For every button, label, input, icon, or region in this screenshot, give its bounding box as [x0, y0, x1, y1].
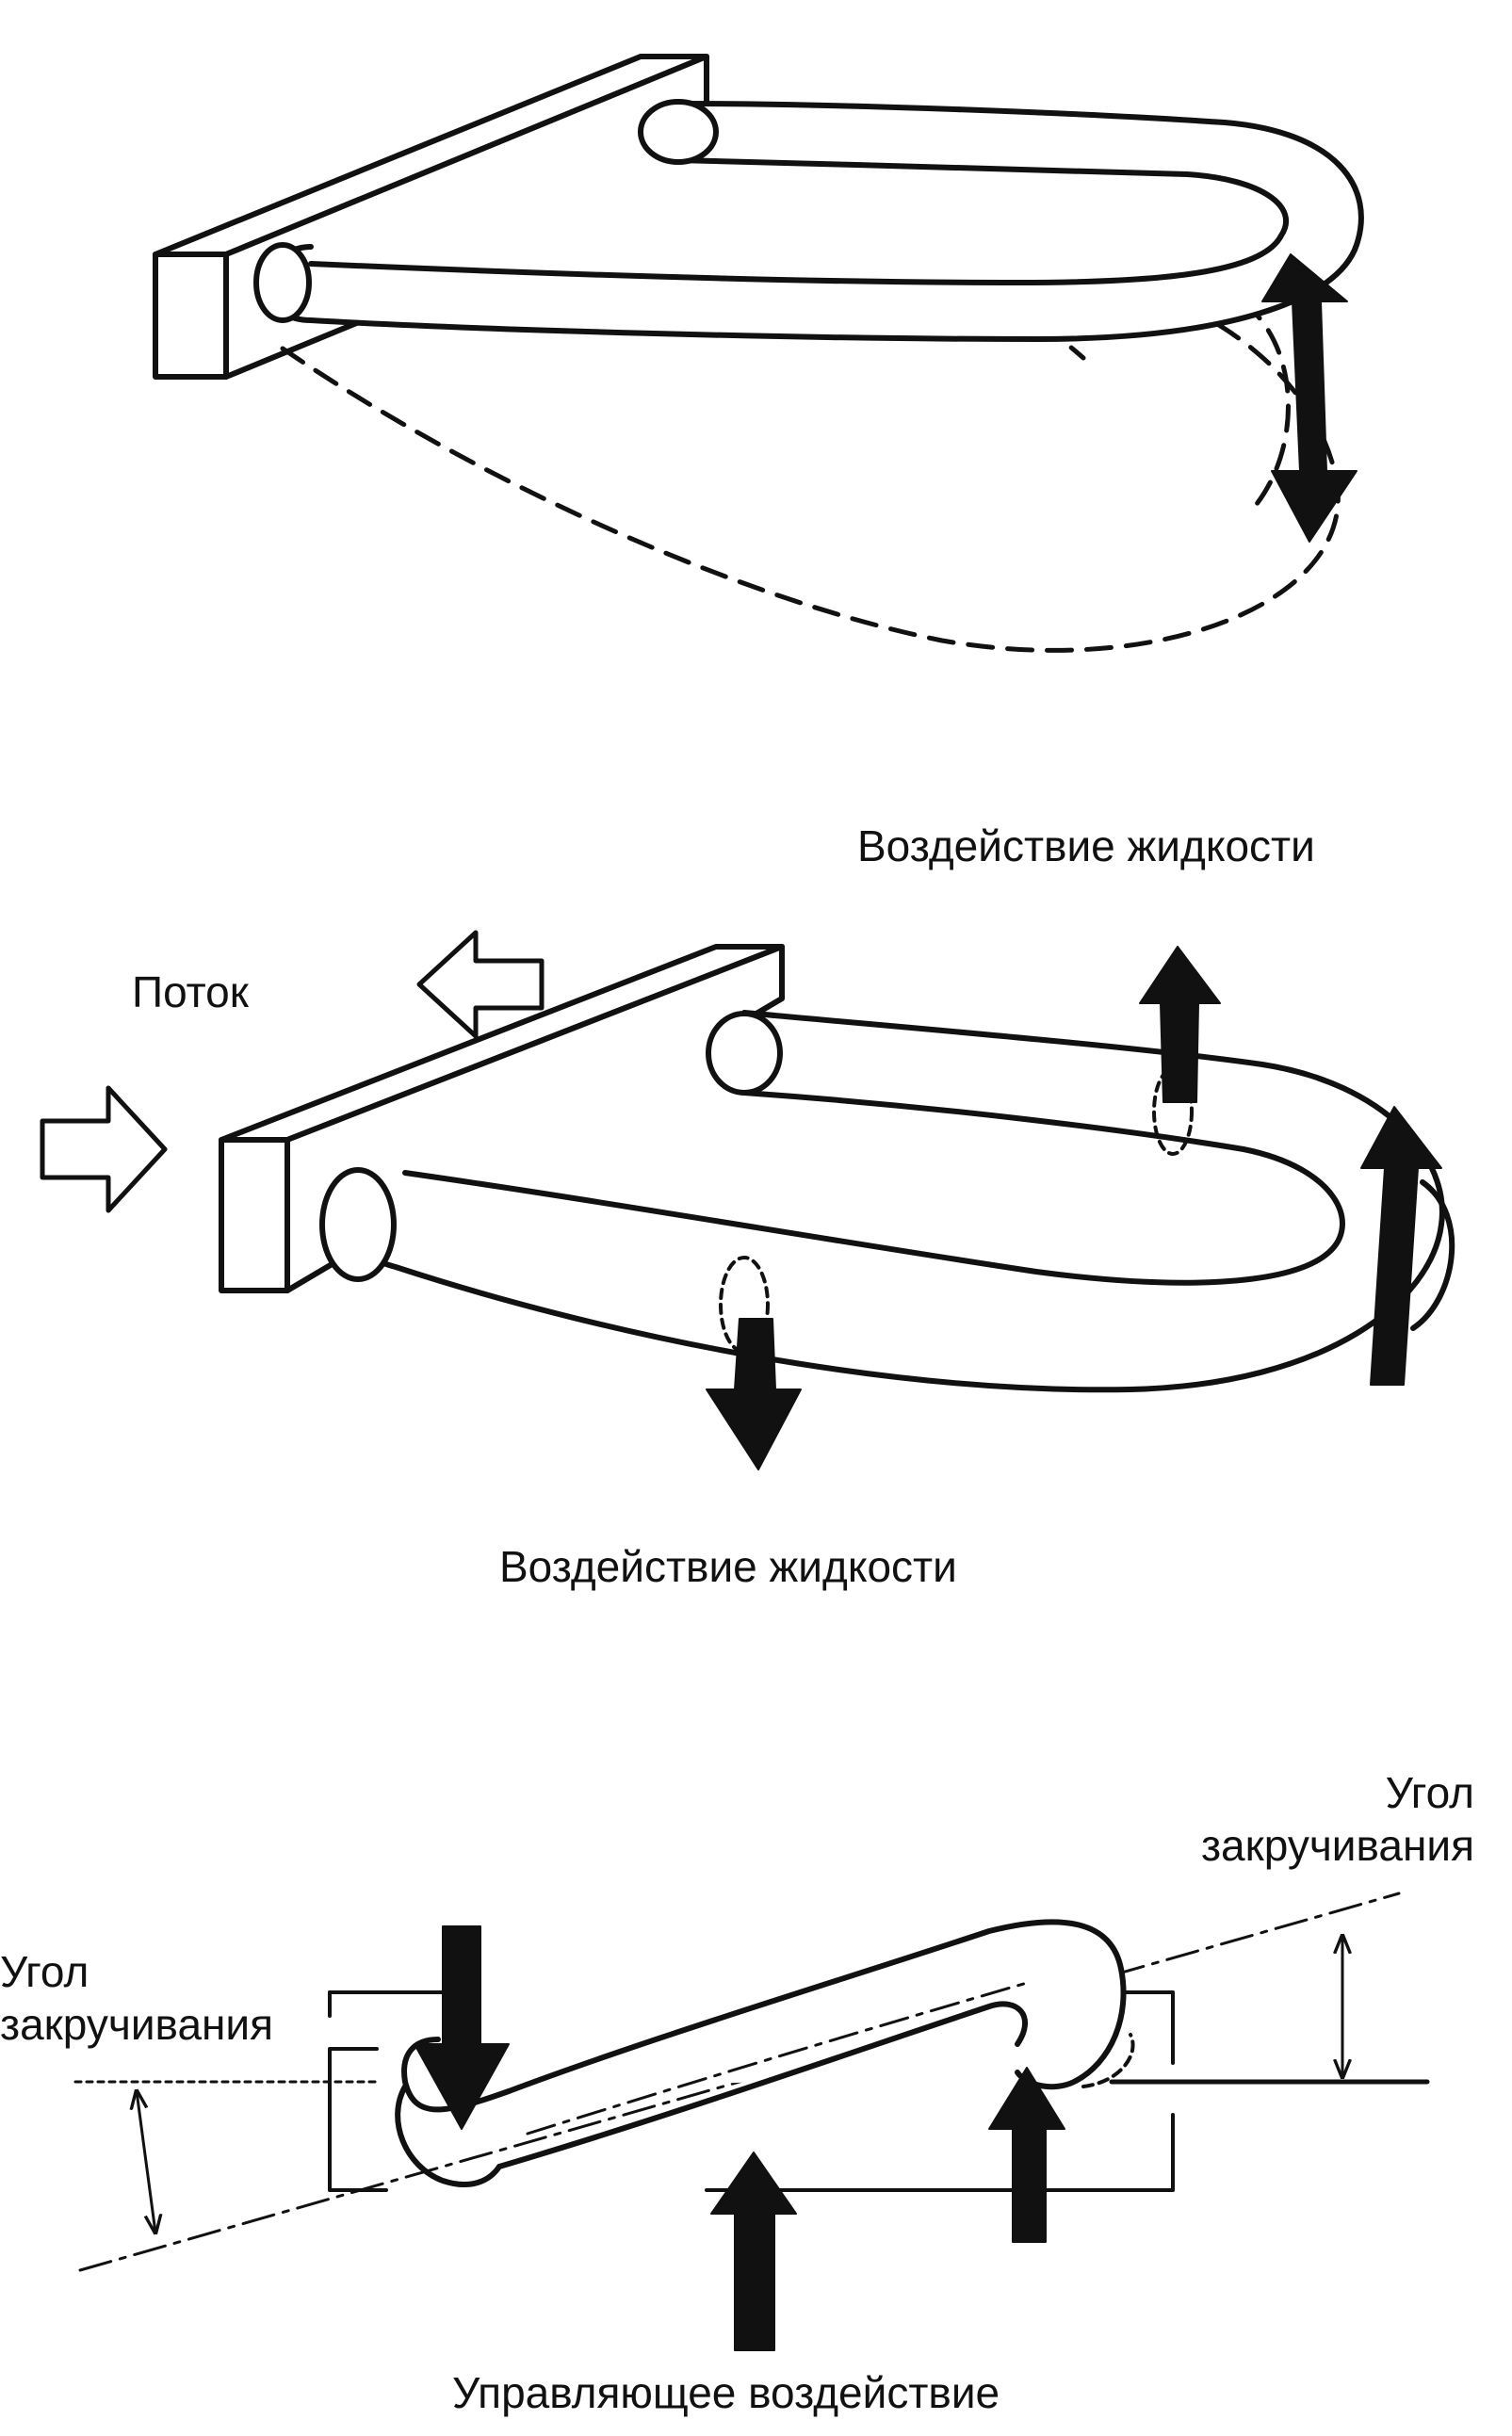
- twist-angle-label-left: Угол закручивания: [0, 1945, 273, 2051]
- loop-tube-top: [253, 99, 1364, 342]
- fluid-action-label-bottom: Воздействие жидкости: [499, 1542, 957, 1591]
- loop-tube-middle: [319, 1010, 1445, 1393]
- angle-dimension-left: [137, 2091, 155, 2233]
- panel-twist: [73, 1892, 1430, 2351]
- rotation-arc: [1410, 1179, 1455, 1331]
- control-action-label: Управляющее воздействие: [452, 2368, 1000, 2417]
- panel-oscillation: [153, 54, 1364, 653]
- outline-rectangles: [328, 1990, 1175, 2192]
- twist-angle-label-right: Угол закручивания: [1154, 1766, 1474, 1872]
- control-arrows: [414, 1925, 1065, 2351]
- fluid-action-label-top: Воздействие жидкости: [857, 821, 1315, 870]
- fluid-force-arrows: [706, 946, 1442, 1470]
- twist-angle-right-line1: Угол: [1385, 1768, 1474, 1817]
- flow-label: Поток: [132, 967, 249, 1016]
- twist-angle-right-line2: закручивания: [1200, 1821, 1474, 1871]
- flow-arrow-out: [416, 930, 545, 1039]
- twist-angle-left-line2: закручивания: [0, 2000, 274, 2050]
- panel-fluid-action: [40, 930, 1455, 1470]
- twist-angle-left-line1: Угол: [0, 1947, 89, 1996]
- flow-arrow-in: [40, 1085, 168, 1213]
- oscillation-arrow: [1261, 253, 1358, 543]
